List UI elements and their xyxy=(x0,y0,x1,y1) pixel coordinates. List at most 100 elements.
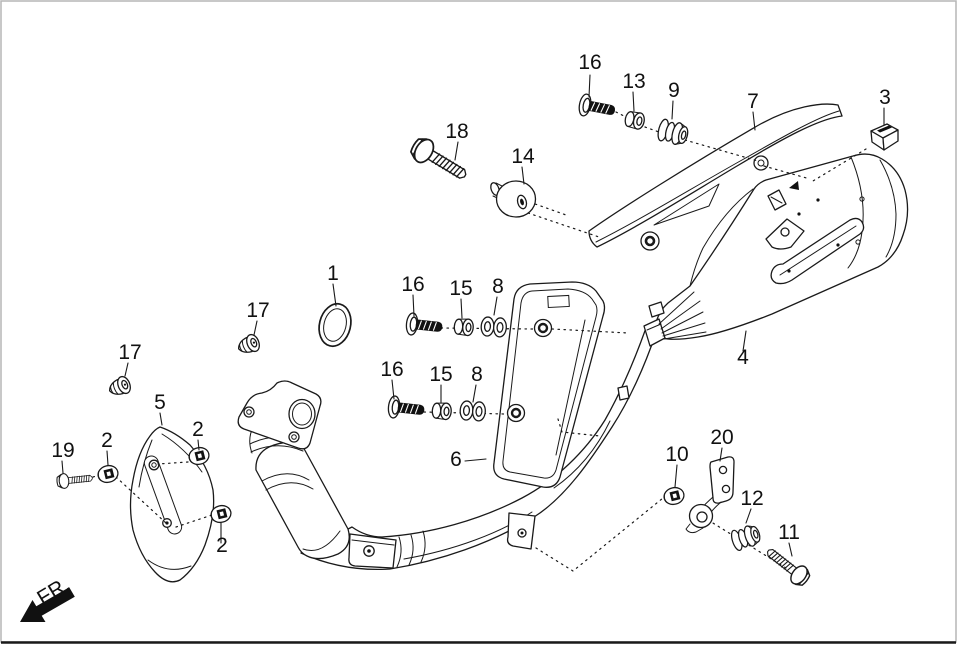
hex-bolt-19 xyxy=(55,470,94,490)
stay-bracket-20 xyxy=(685,456,735,534)
cover-cutout xyxy=(653,183,720,226)
shield5-slot xyxy=(143,455,183,535)
flange-ear-hole-right-inner xyxy=(291,434,297,440)
callout-20: 20 xyxy=(710,426,733,449)
gasket-inner xyxy=(323,308,347,342)
spacer-disc xyxy=(495,180,537,218)
grommet-9 xyxy=(655,117,691,148)
collar-13 xyxy=(623,109,647,131)
pipe-bracket-hole-dot xyxy=(520,531,524,535)
bracket20-hole-upper xyxy=(718,465,728,475)
cover-fold-line xyxy=(595,110,840,243)
flange-ear-hole-right xyxy=(288,431,300,443)
callout-13: 13 xyxy=(622,70,645,93)
callout-2-left: 2 xyxy=(101,429,113,452)
fr-label: FR. xyxy=(33,573,74,610)
clip3-slot xyxy=(877,125,892,133)
callout-16-top: 16 xyxy=(578,51,601,74)
callout-4: 4 xyxy=(737,346,749,369)
grommet-12 xyxy=(728,522,763,553)
shield6-boss-upper-ring xyxy=(537,322,549,334)
inlet-flange xyxy=(237,380,322,450)
clip3-right-face xyxy=(882,129,899,151)
muffler-cone-hatch xyxy=(658,291,707,340)
shield6-boss-lower xyxy=(506,403,526,423)
bracket20-hole-lower xyxy=(721,484,731,494)
pipe-joint-collar-line xyxy=(646,323,662,331)
fr-arrow-icon xyxy=(20,587,75,622)
shield5-hole-lower-dot xyxy=(165,521,169,525)
bracket20-plate xyxy=(709,456,735,504)
shield6-inner xyxy=(502,288,598,479)
callout-5: 5 xyxy=(154,391,166,414)
muffler-front-crease xyxy=(689,188,754,287)
fr-direction-indicator: FR. xyxy=(20,573,75,622)
muffler-inlet-tab xyxy=(648,301,665,318)
callout-9: 9 xyxy=(668,79,680,102)
muffler-rivet-dots xyxy=(787,196,865,273)
callout-8-row1: 8 xyxy=(492,275,504,298)
flange-opening-inner xyxy=(292,402,312,426)
pipe-riser-tab xyxy=(617,385,630,401)
callout-2-bottom: 2 xyxy=(216,534,228,557)
muffler-end-cap-line xyxy=(879,159,897,258)
callout-16-row2: 16 xyxy=(380,358,403,381)
shield6-outline xyxy=(493,281,606,488)
callout-8-row2: 8 xyxy=(471,363,483,386)
shield6-boss-lower-ring xyxy=(510,407,522,419)
muffler-top-tab-edge xyxy=(770,196,783,204)
shield6-hook-slot xyxy=(547,294,570,309)
gasket-outer xyxy=(318,302,352,348)
shield5-hole-upper-inner xyxy=(151,462,157,468)
callout-16-row1: 16 xyxy=(401,273,424,296)
shield5-bottom-fold xyxy=(147,559,192,570)
spacer-hole-dot xyxy=(520,198,524,206)
callout-15-row1: 15 xyxy=(449,277,472,300)
flange-bolt-16-top xyxy=(576,92,618,123)
cover-boss xyxy=(640,231,660,251)
front-heat-protector xyxy=(129,426,215,583)
shield6-crease xyxy=(555,319,586,456)
flange-ear-hole-left xyxy=(243,406,255,418)
callout-labels: 16 13 9 7 3 18 14 1 17 17 16 15 8 16 15 … xyxy=(51,51,891,557)
pipe-elbow-ribs xyxy=(396,530,426,568)
callout-1: 1 xyxy=(327,262,339,285)
washers-8-row1 xyxy=(479,315,508,338)
callout-17-upper: 17 xyxy=(246,299,269,322)
washer-spacer-14 xyxy=(490,180,537,218)
middle-heat-protector xyxy=(493,281,606,488)
shield5-hole-upper xyxy=(148,459,160,471)
hex-bolt-11 xyxy=(761,542,814,590)
pipe-mount-plate-fold xyxy=(351,539,395,546)
flange-bolt-16-row1 xyxy=(404,311,445,339)
pipe-joint-collar xyxy=(643,318,666,347)
catalytic-weld-rings xyxy=(261,473,341,551)
cover-boss-ring xyxy=(644,235,656,247)
callout-14: 14 xyxy=(511,145,535,168)
callout-6: 6 xyxy=(450,448,462,471)
callout-15-row2: 15 xyxy=(429,363,452,386)
callout-17-lower: 17 xyxy=(118,341,141,364)
pipe-mount-hole-dot xyxy=(367,549,371,553)
callout-3: 3 xyxy=(879,86,891,109)
clip-nut-2-left xyxy=(95,462,121,486)
shield6-boss-upper xyxy=(533,318,553,338)
muffler-body xyxy=(648,153,909,340)
muffler-hanger-hole xyxy=(780,227,790,237)
callout-11: 11 xyxy=(778,521,800,544)
callout-18: 18 xyxy=(445,120,468,143)
collar-15-row1 xyxy=(453,317,475,337)
exhaust-gasket xyxy=(318,302,352,348)
muffler-cover xyxy=(588,103,843,251)
clip-nut-10 xyxy=(661,484,687,508)
bracket20-foot xyxy=(685,523,704,534)
cap-nut-17-upper xyxy=(234,332,263,358)
catalytic-chamber xyxy=(255,441,350,560)
collar-15-row2 xyxy=(431,401,453,421)
callout-19: 19 xyxy=(51,439,74,462)
exhaust-pipe xyxy=(249,291,707,571)
cover-hole xyxy=(753,155,769,171)
washers-8-row2 xyxy=(458,399,487,422)
